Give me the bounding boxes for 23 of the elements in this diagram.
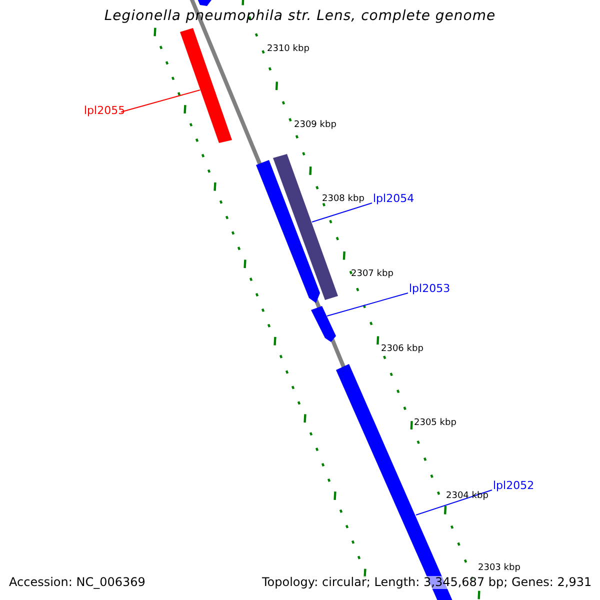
leader-line bbox=[326, 292, 408, 316]
leader-line bbox=[416, 490, 492, 516]
gene-label: lpl2053 bbox=[409, 283, 450, 296]
scale-label: 2303 kbp bbox=[478, 564, 520, 574]
info-text: Topology: circular; Length: 3,345,687 bp; Genes: 2,931 bbox=[262, 576, 592, 590]
scale-label: 2307 kbp bbox=[351, 270, 394, 280]
scale-label: 2305 kbp bbox=[414, 419, 456, 429]
info-text: Accession: NC_006369 bbox=[9, 576, 146, 590]
gene-label: lpl2055 bbox=[84, 105, 126, 118]
scale-label: 2310 kbp bbox=[267, 45, 310, 55]
gene-bar bbox=[256, 160, 320, 303]
scale-label: 2306 kbp bbox=[381, 345, 424, 355]
map-title: Legionella pneumophila str. Lens, complete genome bbox=[103, 9, 497, 24]
gene-label: lpl2052 bbox=[493, 480, 534, 492]
gene-bar bbox=[180, 28, 232, 143]
scale-label: 2304 kbp bbox=[446, 492, 488, 502]
scale-label: 2308 kbp bbox=[322, 195, 364, 205]
scale-label: 2309 kbp bbox=[294, 121, 336, 131]
gene-bar bbox=[311, 306, 336, 342]
gene-label: lpl2054 bbox=[373, 193, 414, 206]
leader-line bbox=[120, 90, 200, 112]
leader-line bbox=[312, 202, 372, 222]
gene-bar bbox=[197, 0, 213, 6]
